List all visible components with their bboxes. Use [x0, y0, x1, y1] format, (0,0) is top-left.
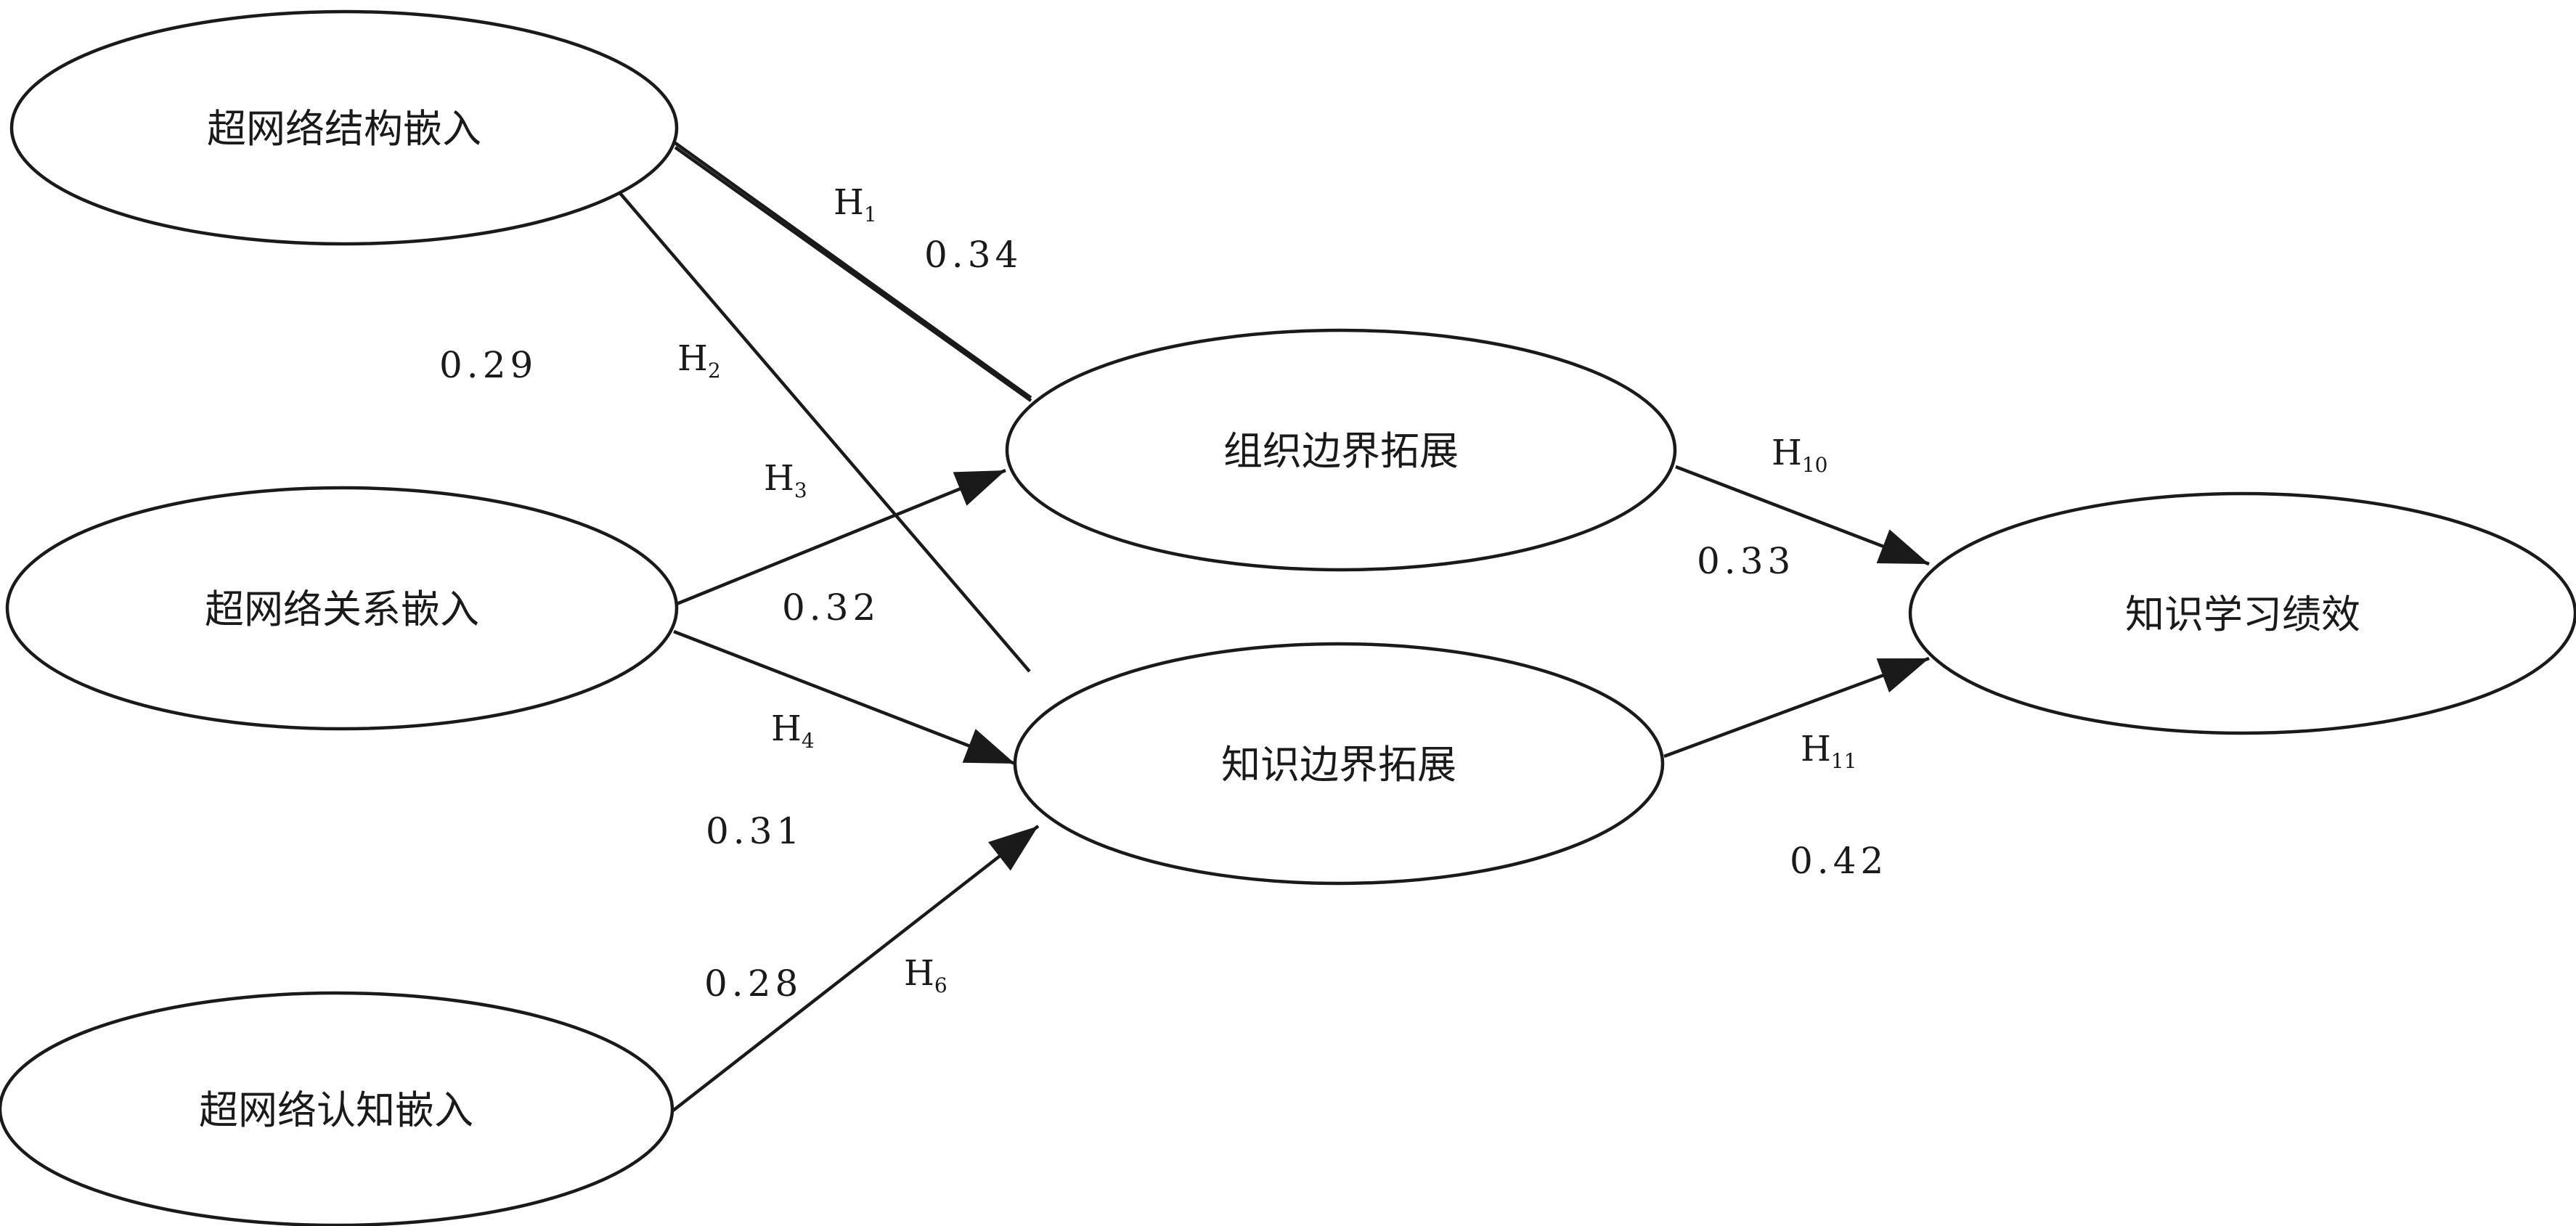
- edge-structural-to-org-shadow: [674, 146, 1032, 402]
- node-knowledge-boundary-expansion: 知识边界拓展: [1013, 642, 1665, 886]
- node-label: 知识学习绩效: [2125, 592, 2360, 637]
- hypothesis-label-h10: H10: [1772, 433, 1828, 477]
- node-relational-embedding: 超网络关系嵌入: [5, 486, 679, 731]
- node-structural-embedding: 超网络结构嵌入: [9, 9, 679, 246]
- path-coefficient-h11: 0.42: [1790, 840, 1888, 882]
- edge-cognitive-to-knowledge: [672, 825, 1040, 1112]
- hypothesis-label-h6: H6: [904, 953, 947, 997]
- edge-org-to-performance: [1675, 465, 1930, 566]
- node-label: 知识边界拓展: [1221, 742, 1456, 788]
- node-org-boundary-expansion: 组织边界拓展: [1005, 328, 1677, 572]
- hypothesis-label-h4: H4: [771, 708, 815, 753]
- edge-structural-to-org: [674, 142, 1032, 399]
- node-knowledge-learning-performance: 知识学习绩效: [1908, 491, 2576, 735]
- edge-relational-to-org: [676, 468, 1006, 606]
- node-label: 超网络结构嵌入: [207, 106, 481, 152]
- edge-knowledge-to-performance: [1663, 656, 1930, 759]
- hypothesis-label-h3: H3: [764, 458, 807, 502]
- node-label: 超网络认知嵌入: [199, 1087, 473, 1133]
- hypothesis-label-h11: H11: [1801, 729, 1857, 773]
- path-coefficient-h1: 0.34: [924, 234, 1022, 276]
- hypothesis-label-h2: H2: [677, 338, 721, 383]
- path-coefficient-h3: 0.32: [782, 587, 880, 629]
- path-coefficient-h2: 0.29: [439, 344, 537, 386]
- edge-structural-to-knowledge: [618, 191, 1031, 673]
- path-coefficient-h10: 0.33: [1697, 540, 1795, 582]
- path-coefficient-h6: 0.28: [704, 963, 802, 1005]
- path-coefficient-h4: 0.31: [706, 810, 804, 852]
- edge-relational-to-knowledge: [673, 629, 1016, 766]
- hypothesis-label-h1: H1: [833, 182, 877, 226]
- node-label: 组织边界拓展: [1223, 428, 1459, 474]
- node-label: 超网络关系嵌入: [205, 587, 479, 632]
- node-cognitive-embedding: 超网络认知嵌入: [0, 991, 674, 1226]
